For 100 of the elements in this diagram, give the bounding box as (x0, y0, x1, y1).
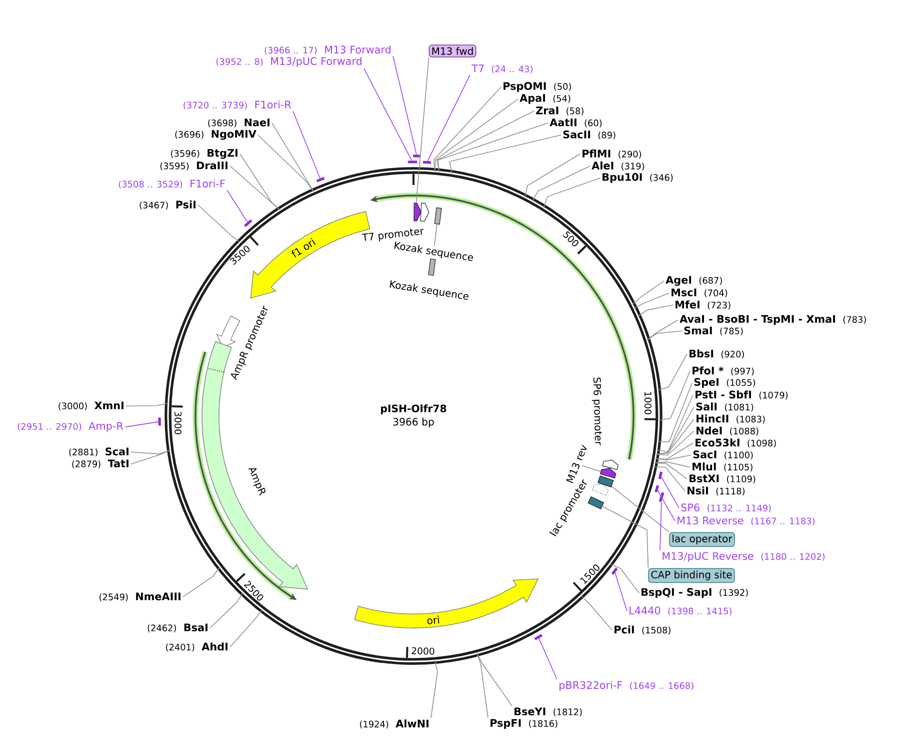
cut-site-label: (2879) TatI (72, 460, 128, 468)
primer-label: (3720 .. 3739) F1ori-R (184, 100, 292, 110)
cut-site-label: PfoI * (997) (692, 366, 754, 376)
cut-site-label: (3595) DraIII (160, 162, 228, 170)
primer-site-bar (658, 472, 663, 480)
leader-line (602, 506, 649, 569)
leader-line (476, 652, 512, 706)
cut-site-label: SmaI (785) (684, 326, 743, 336)
primer-site-bar (158, 418, 161, 426)
leader-line (416, 57, 430, 204)
cut-site-label: AgeI (687) (666, 276, 722, 286)
cut-site-label: MscI (704) (672, 288, 728, 298)
primer-site-bar (611, 568, 618, 575)
primer-label: (3952 .. 8) M13/pUC Forward (216, 56, 362, 67)
primer-site-bar (422, 160, 432, 164)
cut-site-label: (2881) ScaI (69, 448, 128, 456)
primer-label: (3508 .. 3529) F1ori-F (118, 179, 225, 189)
feature-callout: CAP binding site (648, 568, 735, 583)
cut-site-label: ZraI (58) (536, 106, 584, 116)
feature-box (598, 476, 614, 488)
leader-line (656, 430, 694, 456)
leader-line (654, 462, 690, 468)
feature-callout: M13 fwd (428, 44, 476, 58)
cut-site-label: MluI (1105) (692, 462, 752, 472)
leader-line (126, 402, 169, 406)
leader-line (230, 166, 280, 210)
primer-feature (414, 202, 422, 222)
cut-site-label: (3000) XmnI (58, 402, 124, 410)
cut-site-label: BstXI (1109) (690, 474, 756, 484)
cut-site-label: BseYI (1812) (514, 708, 582, 716)
cut-site-label: PspFI (1816) (490, 719, 558, 729)
primer-label: M13 Reverse (1167 .. 1183) (678, 516, 815, 526)
leader-line (611, 486, 670, 533)
leader-line (609, 563, 640, 594)
leader-line (476, 652, 488, 718)
cut-site-label: (3698) NaeI (208, 118, 270, 128)
leader-line (433, 86, 502, 172)
feature-label: SP6 promoter (592, 378, 602, 446)
cut-site-label: (3696) NgoMIV (175, 130, 256, 140)
cut-site-label: (3596) BtgZI (171, 149, 238, 159)
cut-site-label: Bpu10I (346) (602, 173, 673, 183)
primer-site-bar (244, 219, 252, 228)
leader-line (654, 454, 692, 460)
cut-site-label: PciI (1508) (614, 625, 670, 635)
leader-line (226, 190, 248, 222)
cut-site-label: SacII (89) (563, 130, 616, 140)
leader-line (198, 204, 240, 243)
leader-line (634, 292, 670, 309)
leader-line (656, 394, 694, 452)
leader-line (661, 476, 680, 508)
primer-label: (3966 .. 17) M13 Forward (264, 45, 390, 55)
leader-line (258, 134, 314, 192)
primer-label: M13/pUC Reverse (1180 .. 1202) (662, 552, 825, 562)
leader-line (658, 370, 690, 421)
feature-callout: lac operator (669, 532, 735, 547)
feature-label: Kozak sequence (394, 242, 473, 261)
primer-site-bar (658, 492, 664, 502)
cut-site-label: PflMI (290) (582, 149, 642, 159)
tick-label: 1000 (644, 392, 652, 414)
primer-label: (2951 .. 2970) Amp-R (18, 422, 124, 432)
leader-line (660, 501, 662, 551)
leader-line (210, 592, 244, 628)
cut-site-label: (2549) NmeAIII (100, 592, 180, 602)
leader-line (657, 354, 688, 391)
leader-line (272, 122, 314, 192)
primer-label: pBR322ori-F (1649 .. 1668) (560, 680, 694, 691)
primer-site-bar (654, 485, 660, 492)
cut-site-label: PspOMI (50) (504, 82, 571, 92)
primer-label: T7 (24 .. 43) (472, 64, 532, 74)
leader-line (130, 450, 171, 464)
cut-site-label: BbsI (920) (690, 349, 744, 359)
leader-line (580, 595, 612, 630)
cut-site-label: HincII (1083) (696, 414, 765, 424)
cut-site-label: (2401) AhdI (166, 642, 228, 652)
primer-label: SP6 (1132 .. 1149) (681, 504, 771, 512)
cut-site-label: SacI (1100) (693, 450, 753, 460)
leader-line (182, 566, 220, 598)
leader-line (364, 68, 412, 162)
leader-line (427, 74, 470, 162)
leader-line (654, 462, 688, 480)
primer-label: L4440 (1398 .. 1415) (630, 606, 732, 616)
leader-line (653, 466, 686, 492)
leader-line (449, 134, 562, 174)
feature-label: Kozak sequence (390, 280, 468, 300)
feature-box (588, 496, 604, 510)
leader-line (637, 304, 674, 317)
cut-site-label: NsiI (1118) (688, 486, 745, 496)
leader-line (543, 178, 600, 208)
leader-line (532, 166, 590, 202)
cut-site-label: ApaI (54) (520, 94, 570, 104)
cut-site-label: (2462) BsaI (148, 624, 208, 632)
cut-site-label: SalI (1081) (696, 402, 754, 412)
leader-line (656, 418, 694, 455)
leader-line (524, 154, 580, 198)
cut-site-label: Eco53kI (1098) (696, 438, 776, 448)
primer-site-bar (316, 176, 325, 182)
feature-band: ori (354, 578, 539, 628)
tick-label: 2000 (412, 647, 434, 655)
leader-line (430, 660, 438, 718)
leader-line (240, 154, 280, 210)
